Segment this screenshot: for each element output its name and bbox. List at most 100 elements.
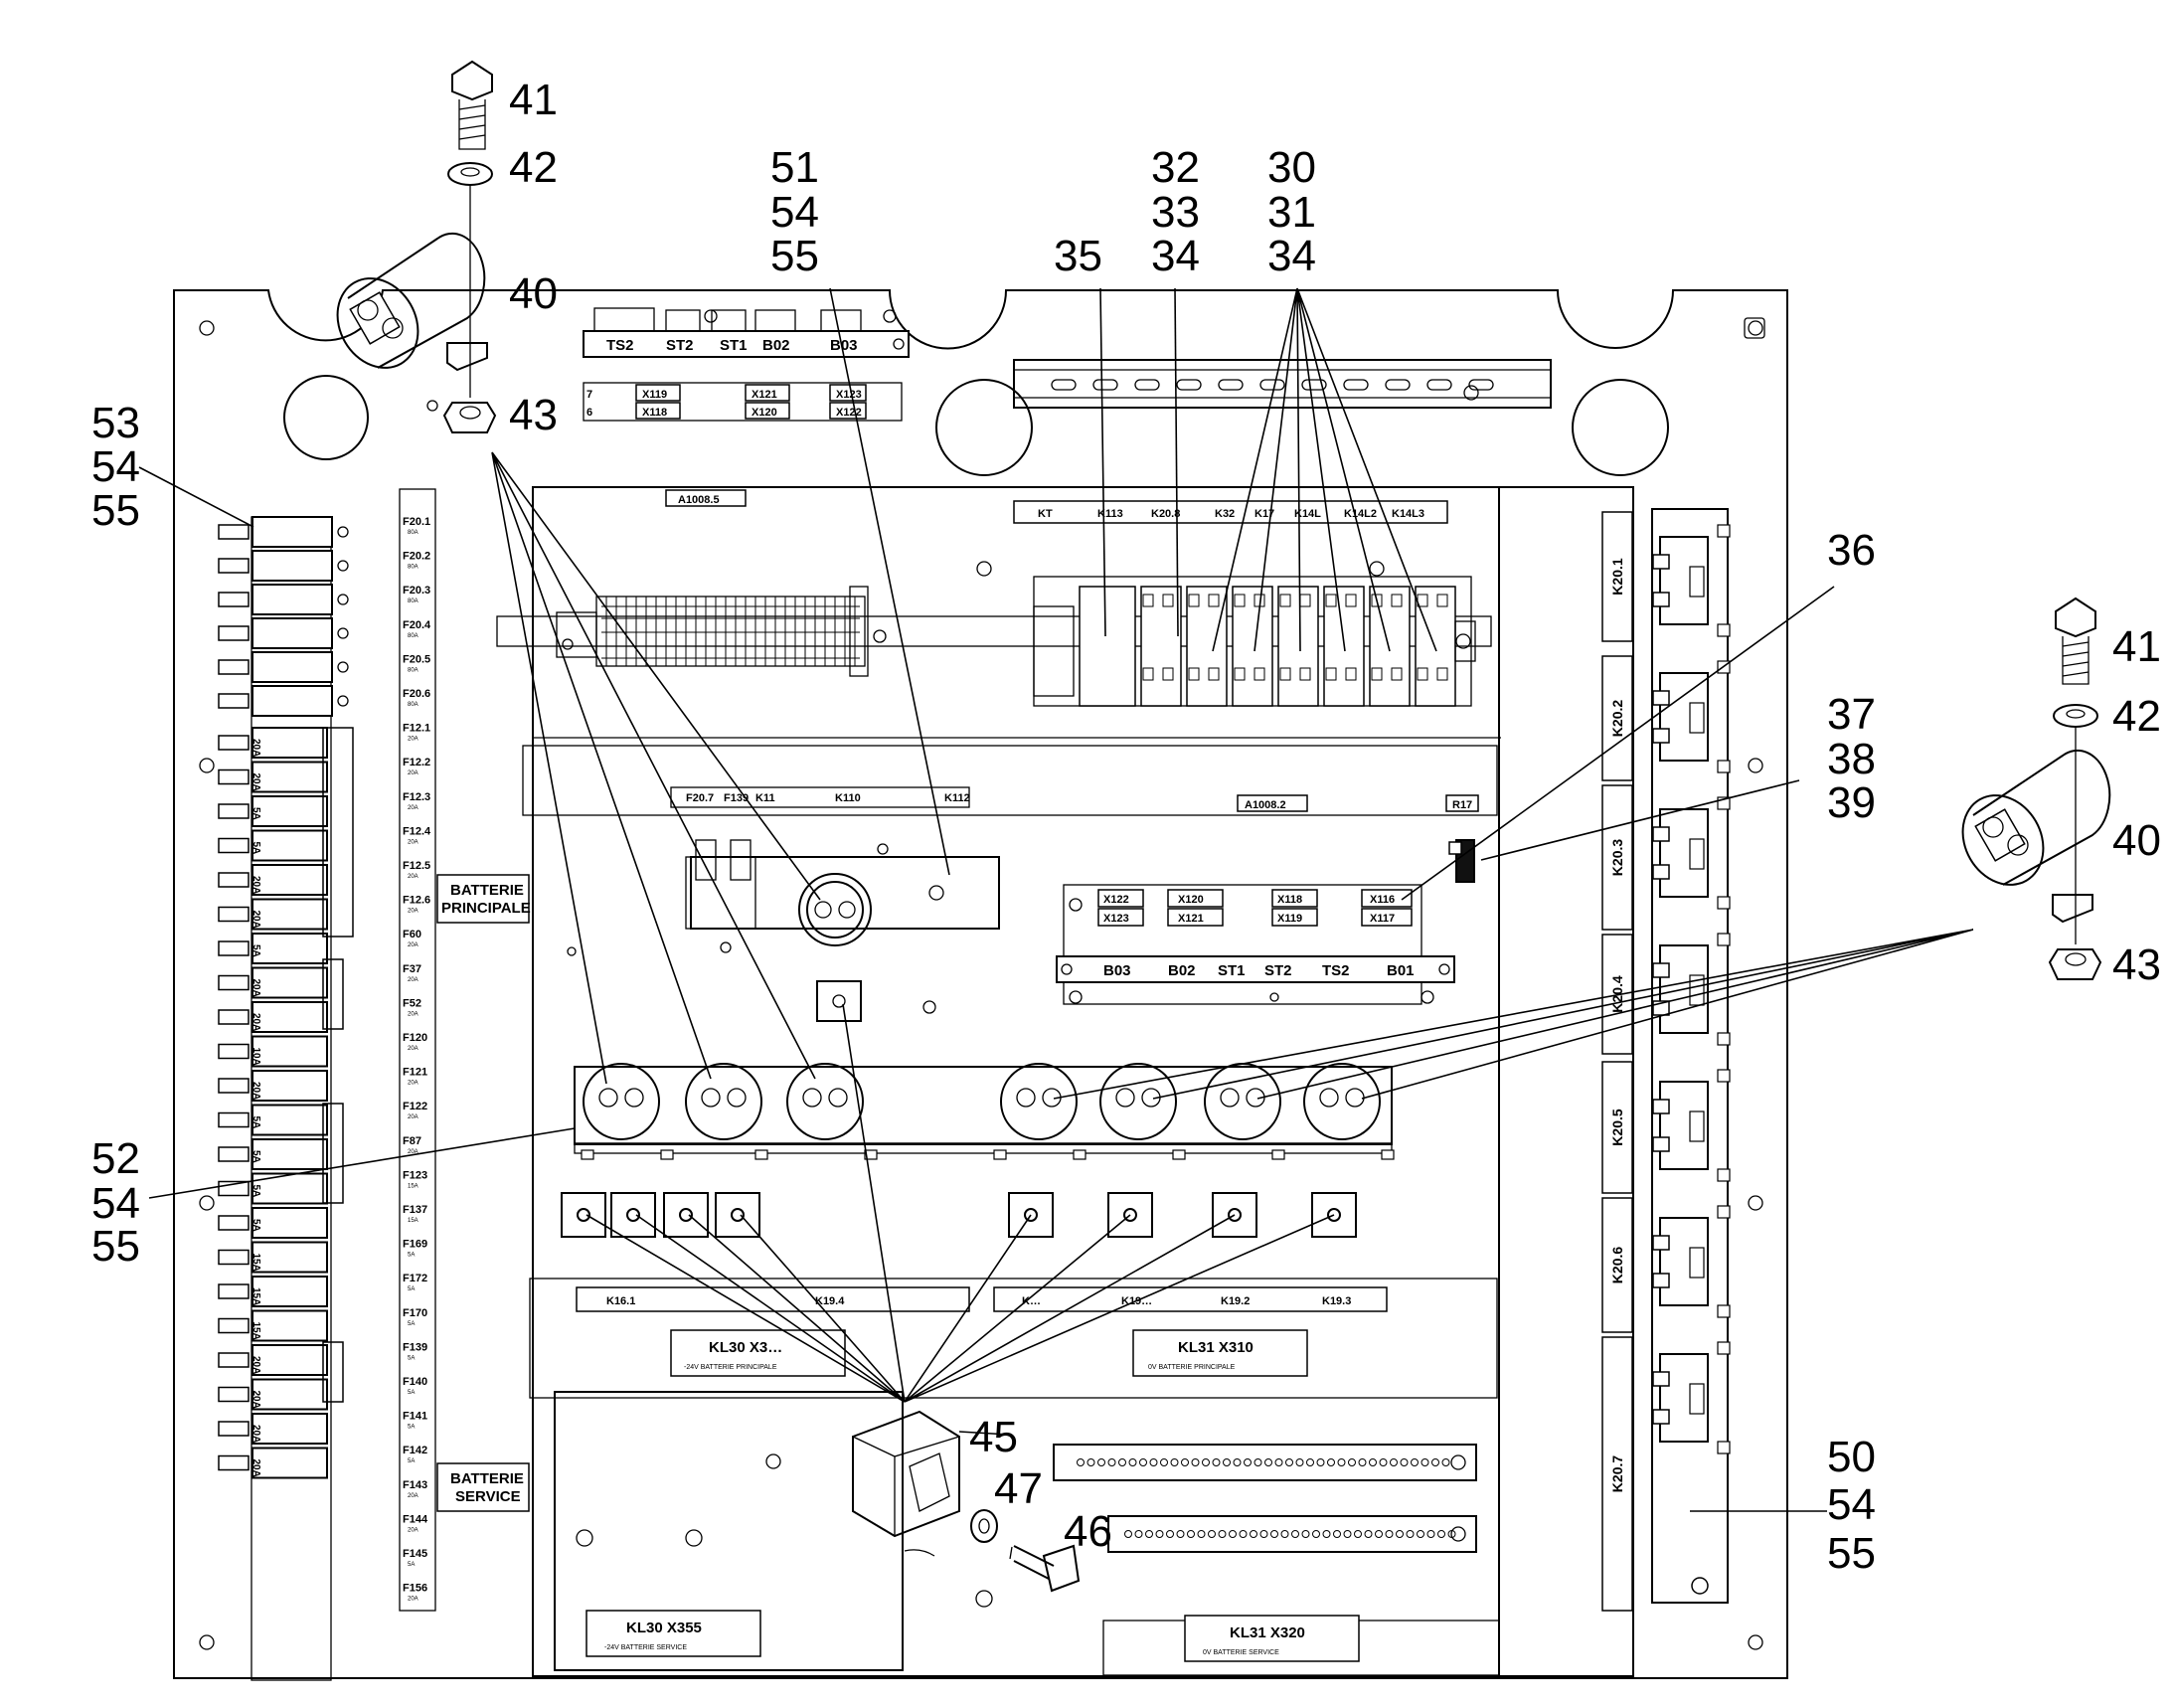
connector-pin <box>1166 1530 1174 1538</box>
fuse-holder <box>251 727 328 759</box>
callout-52: 52 <box>91 1134 140 1183</box>
fuse-rating: 5A <box>251 807 261 820</box>
fuse-label: F12.4 <box>403 825 431 837</box>
fuse-clip <box>218 974 250 991</box>
fuse-label: F20.4 <box>403 619 431 631</box>
solenoid-40-left <box>336 232 488 372</box>
callout-54-d: 54 <box>1827 1480 1876 1529</box>
a1008-2-label: A1008.2 <box>1245 799 1286 811</box>
top-x-partial-6: 6 <box>586 407 592 419</box>
mid-term-st1: ST1 <box>1218 962 1246 979</box>
connector-pin <box>1396 1530 1404 1538</box>
connector-pin <box>1118 1458 1126 1466</box>
fuse-clip <box>218 1317 250 1334</box>
kl30-x355-label: KL30 X355 <box>626 1620 702 1636</box>
callout-43-left: 43 <box>509 391 558 439</box>
fuse-label-rating: 20A <box>408 1114 418 1120</box>
mid-f139: F139 <box>724 792 749 804</box>
connector-pin <box>1411 1458 1419 1466</box>
fuse-rating: 20A <box>251 773 261 791</box>
fuse-label: F143 <box>403 1479 427 1491</box>
connector-pin <box>1134 1530 1143 1538</box>
connector-pin <box>1181 1458 1189 1466</box>
fuse-label-rating: 20A <box>408 1527 418 1533</box>
connector-pin <box>1406 1530 1415 1538</box>
fuse-label: F20.5 <box>403 653 430 665</box>
fuse-screw <box>337 627 349 639</box>
connector-pin <box>1208 1530 1216 1538</box>
connector-pin <box>1295 1458 1304 1466</box>
a1008-2-terminal-board: X122 X123 X120 X121 X118 X119 X116 X117 … <box>1056 884 1455 1005</box>
fuse-holder <box>251 1276 328 1307</box>
kl31-x310-sub: 0V BATTERIE PRINCIPALE <box>1148 1364 1236 1371</box>
batterie-principale-box: BATTERIE PRINCIPALE <box>436 874 531 924</box>
fuse-clip <box>218 1249 250 1266</box>
fuse-label-rating: 20A <box>408 942 418 948</box>
relay-k14l: K14L <box>1294 508 1321 520</box>
connector-pin <box>1223 1458 1231 1466</box>
fuse-label-rating: 20A <box>408 909 418 915</box>
batterie-service-line2: SERVICE <box>455 1488 521 1505</box>
fuse-clip <box>218 625 250 641</box>
connector-pin <box>1441 1458 1450 1466</box>
fuse-holder-80a <box>251 550 333 582</box>
fuse-label: F121 <box>403 1067 427 1079</box>
fuse-clip <box>218 558 250 574</box>
mid-term-b01: B01 <box>1387 962 1415 979</box>
fuse-label-rating: 20A <box>408 1011 418 1017</box>
relay-k32: K32 <box>1215 508 1235 520</box>
callout-42-right: 42 <box>2112 692 2161 741</box>
connector-pin <box>1280 1530 1289 1538</box>
fuse-rating: 20A <box>251 739 261 757</box>
callout-43-right: 43 <box>2112 940 2161 989</box>
k20-label: K20.2 <box>1609 700 1625 738</box>
mid-f20-7: F20.7 <box>686 792 714 804</box>
a1008-5-label: A1008.5 <box>678 494 720 506</box>
fuse-label: F141 <box>403 1411 427 1423</box>
top-term-ts2: TS2 <box>606 337 634 354</box>
connector-pin <box>1107 1458 1116 1466</box>
fuse-label: F12.1 <box>403 723 430 735</box>
nut-43-left <box>442 402 497 433</box>
fuse-clip <box>218 735 250 751</box>
fuse-clip <box>218 1421 250 1437</box>
connector-pin <box>1333 1530 1341 1538</box>
fuse-label-rating: 20A <box>408 1597 418 1603</box>
fuse-clip <box>218 1215 250 1231</box>
callout-36: 36 <box>1827 526 1876 575</box>
fuse-label: F137 <box>403 1204 427 1216</box>
busbar-52 <box>574 980 1395 1160</box>
callout-46: 46 <box>1064 1507 1112 1556</box>
fuse-label-rating: 20A <box>408 839 418 845</box>
fuse-holder <box>251 761 328 793</box>
washer-42-right <box>2053 704 2098 728</box>
relay-kt: KT <box>1038 508 1053 520</box>
connector-pin <box>1229 1530 1237 1538</box>
connector-pin <box>1077 1458 1085 1466</box>
fuse-holder <box>251 933 328 964</box>
fuse-label-rating: 5A <box>408 1562 415 1568</box>
kl31-x320-box: KL31 X320 0V BATTERIE SERVICE <box>1184 1615 1360 1662</box>
bracket-51 <box>685 839 1000 953</box>
fuse-label: F142 <box>403 1445 427 1456</box>
fuse-holder <box>251 1070 328 1102</box>
fuse-label-rating: 20A <box>408 1046 418 1052</box>
fuse-rating: 5A <box>251 1150 261 1163</box>
nut-43-right <box>2048 948 2102 980</box>
connector-pin <box>1358 1458 1367 1466</box>
callout-55-c: 55 <box>91 1222 140 1271</box>
top-x119: X119 <box>642 389 667 401</box>
callout-47: 47 <box>994 1464 1043 1513</box>
fuse-rating: 20A <box>251 979 261 997</box>
fuse-label-rating: 5A <box>408 1458 415 1464</box>
fuse-clip <box>218 592 250 607</box>
k-label-box <box>1601 1197 1633 1333</box>
fuse-rating: 5A <box>251 1219 261 1232</box>
mid-x122: X122 <box>1103 894 1129 906</box>
kl31-x320-sub: 0V BATTERIE SERVICE <box>1203 1649 1279 1656</box>
fuse-label: F20.2 <box>403 551 430 563</box>
fuse-label: F52 <box>403 997 421 1009</box>
connector-pin <box>1301 1530 1310 1538</box>
batterie-service-box: BATTERIE SERVICE <box>436 1462 530 1512</box>
